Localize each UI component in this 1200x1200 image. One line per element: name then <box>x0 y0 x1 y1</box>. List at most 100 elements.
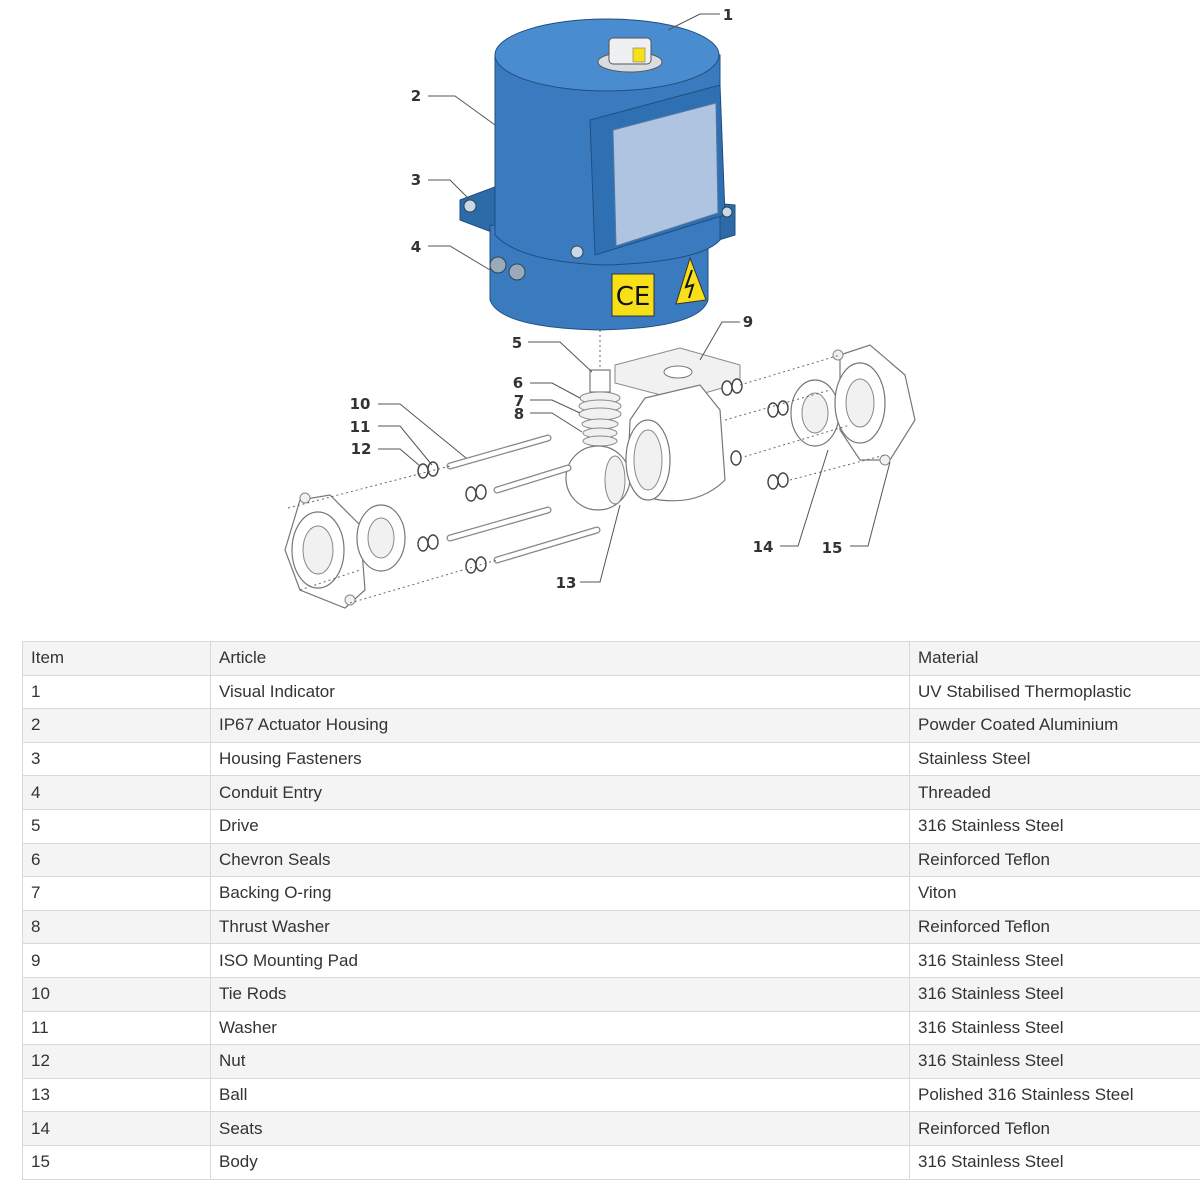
callout-15: 15 <box>822 539 843 557</box>
item-cell: 3 <box>22 741 211 777</box>
actuator-housing: CE <box>459 18 736 331</box>
callout-5: 5 <box>512 334 522 352</box>
leader-lines <box>378 13 891 583</box>
drive-stem-assembly <box>578 369 622 447</box>
material-cell: Powder Coated Aluminium <box>909 708 1200 743</box>
material-cell: UV Stabilised Thermoplastic <box>909 674 1200 710</box>
article-cell: ISO Mounting Pad <box>210 943 910 978</box>
callout-numbers: 1 2 3 4 5 6 7 8 9 10 11 12 13 14 15 <box>350 6 843 592</box>
callout-4: 4 <box>411 238 421 256</box>
callout-14: 14 <box>753 538 774 556</box>
material-cell: Reinforced Teflon <box>909 909 1200 945</box>
material-cell: 316 Stainless Steel <box>909 1044 1200 1079</box>
callout-9: 9 <box>743 313 753 331</box>
material-cell: 316 Stainless Steel <box>909 976 1200 1012</box>
item-cell: 12 <box>22 1044 211 1079</box>
article-cell: Washer <box>210 1010 910 1046</box>
drive-stem <box>589 369 611 393</box>
valve-body <box>614 347 741 502</box>
material-cell: 316 Stainless Steel <box>909 1010 1200 1046</box>
assembly-axes <box>287 354 886 604</box>
article-cell: Conduit Entry <box>210 775 910 810</box>
material-cell: 316 Stainless Steel <box>909 943 1200 978</box>
article-cell: Housing Fasteners <box>210 741 910 777</box>
callout-6: 6 <box>513 374 523 392</box>
article-cell: Ball <box>210 1077 910 1113</box>
callout-1: 1 <box>723 6 733 24</box>
item-cell: 8 <box>22 909 211 945</box>
conduit-entry-hole <box>489 256 507 274</box>
tie-rods <box>446 434 601 564</box>
article-cell: Chevron Seals <box>210 842 910 878</box>
nuts-and-washers <box>417 378 789 574</box>
item-cell: 14 <box>22 1111 211 1146</box>
article-cell: Nut <box>210 1044 910 1079</box>
article-cell: Body <box>210 1144 910 1180</box>
item-cell: 2 <box>22 708 211 743</box>
lightning-icon <box>684 269 695 299</box>
conduit-entry-hole <box>508 263 526 281</box>
item-cell: 4 <box>22 775 211 810</box>
item-cell: 5 <box>22 808 211 844</box>
article-cell: Drive <box>210 808 910 844</box>
article-cell: Visual Indicator <box>210 674 910 710</box>
item-cell: 13 <box>22 1077 211 1113</box>
item-cell: 9 <box>22 943 211 978</box>
article-cell: Thrust Washer <box>210 909 910 945</box>
header-item: Item <box>22 641 211 676</box>
material-cell: Reinforced Teflon <box>909 842 1200 878</box>
article-cell: IP67 Actuator Housing <box>210 708 910 743</box>
material-cell: Viton <box>909 876 1200 911</box>
material-cell: Reinforced Teflon <box>909 1111 1200 1146</box>
material-cell: Threaded <box>909 775 1200 810</box>
item-cell: 15 <box>22 1144 211 1180</box>
material-cell: Stainless Steel <box>909 741 1200 777</box>
callout-7: 7 <box>514 392 524 410</box>
housing-fastener <box>721 206 733 218</box>
table-header-row: Item Article Material <box>22 641 1200 676</box>
item-cell: 11 <box>22 1010 211 1046</box>
article-cell: Backing O-ring <box>210 876 910 911</box>
item-cell: 10 <box>22 976 211 1012</box>
housing-fastener <box>463 199 477 213</box>
callout-3: 3 <box>411 171 421 189</box>
exploded-valve-diagram: CE <box>284 6 916 609</box>
item-cell: 7 <box>22 876 211 911</box>
callout-10: 10 <box>350 395 371 413</box>
callout-11: 11 <box>350 418 371 436</box>
header-article: Article <box>210 641 910 676</box>
article-cell: Seats <box>210 1111 910 1146</box>
callout-12: 12 <box>351 440 372 458</box>
item-cell: 1 <box>22 674 211 710</box>
housing-window <box>612 102 719 247</box>
housing-fastener <box>570 245 584 259</box>
header-material: Material <box>909 641 1200 676</box>
material-cell: Polished 316 Stainless Steel <box>909 1077 1200 1113</box>
item-cell: 6 <box>22 842 211 878</box>
callout-8: 8 <box>514 405 524 423</box>
right-end-connector <box>790 344 916 466</box>
article-cell: Tie Rods <box>210 976 910 1012</box>
electrical-warning-label <box>675 256 707 305</box>
callout-13: 13 <box>556 574 577 592</box>
callout-2: 2 <box>411 87 421 105</box>
material-cell: 316 Stainless Steel <box>909 1144 1200 1180</box>
ce-label <box>611 273 655 317</box>
material-cell: 316 Stainless Steel <box>909 808 1200 844</box>
